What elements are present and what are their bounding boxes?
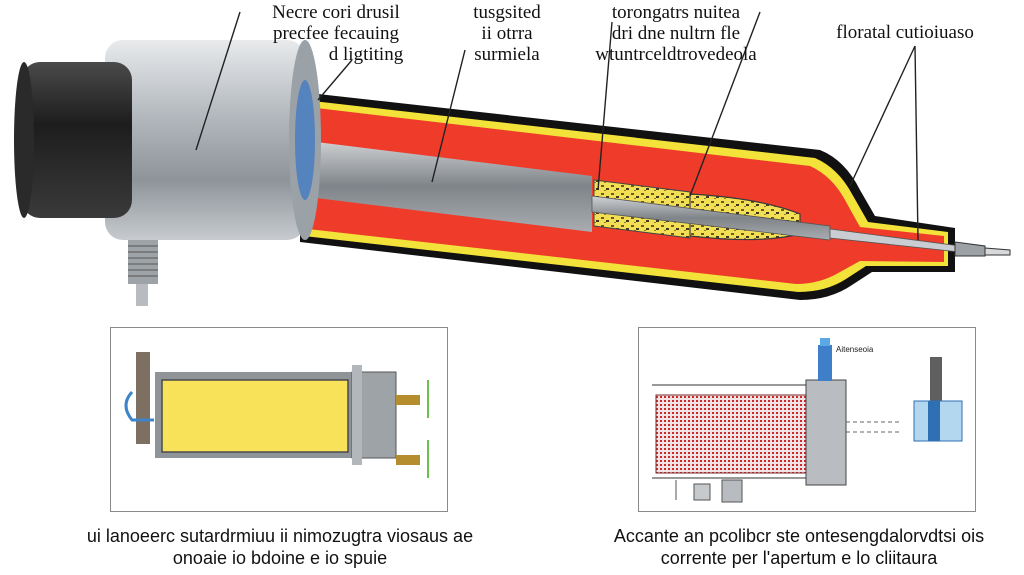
label-top-left-line3: d ligtiting: [328, 44, 404, 65]
label-top-mid-line1: tusgsited: [473, 2, 541, 23]
label-far-right: floratal cutioiuaso: [836, 22, 974, 43]
caption-right-line1: Accante an pcolibcr ste ontesengdalorvdt…: [613, 526, 985, 546]
label-top-mid-line2: ii otrra: [481, 23, 533, 44]
label-top-right: torongatrs nuitea dri dne nultrn fle wtu…: [576, 2, 776, 65]
inner-cylinder: [300, 140, 592, 232]
right-panel-small-label: Aitenseoia: [836, 345, 874, 354]
label-top-right-line2: dri dne nultrn fle: [611, 23, 741, 44]
caption-left: ui lanoeerc sutardrmiuu ii nimozugtra vi…: [40, 525, 520, 569]
caption-right: Accante an pcolibcr ste ontesengdalorvdt…: [574, 525, 1024, 569]
threaded-fitting: [128, 240, 158, 306]
end-cap: [22, 62, 132, 218]
label-top-left-line1: Necre cori drusil: [272, 2, 400, 23]
label-top-left: Necre cori drusil precfee fecauing d lig…: [236, 2, 436, 65]
caption-left-line2: onoaie io bdoine e io spuie: [172, 548, 388, 568]
central-shaft: [591, 195, 831, 241]
label-top-right-line1: torongatrs nuitea: [611, 2, 741, 23]
tip-connector: [954, 241, 986, 257]
label-top-mid-line3: surmiela: [474, 44, 540, 65]
steel-housing: [105, 40, 305, 240]
label-top-left-line2: precfee fecauing: [272, 23, 400, 44]
label-top-right-line3: wtuntrceldtrovedeola: [595, 44, 757, 65]
right-panel-drawing-overlay: [652, 338, 963, 503]
caption-right-line2: corrente per l'apertum e lo cliitaura: [660, 548, 938, 568]
label-top-mid: tusgsited ii otrra surmiela: [452, 2, 562, 65]
caption-left-line1: ui lanoeerc sutardrmiuu ii nimozugtra vi…: [86, 526, 474, 546]
left-panel-drawing-overlay: [124, 352, 429, 478]
